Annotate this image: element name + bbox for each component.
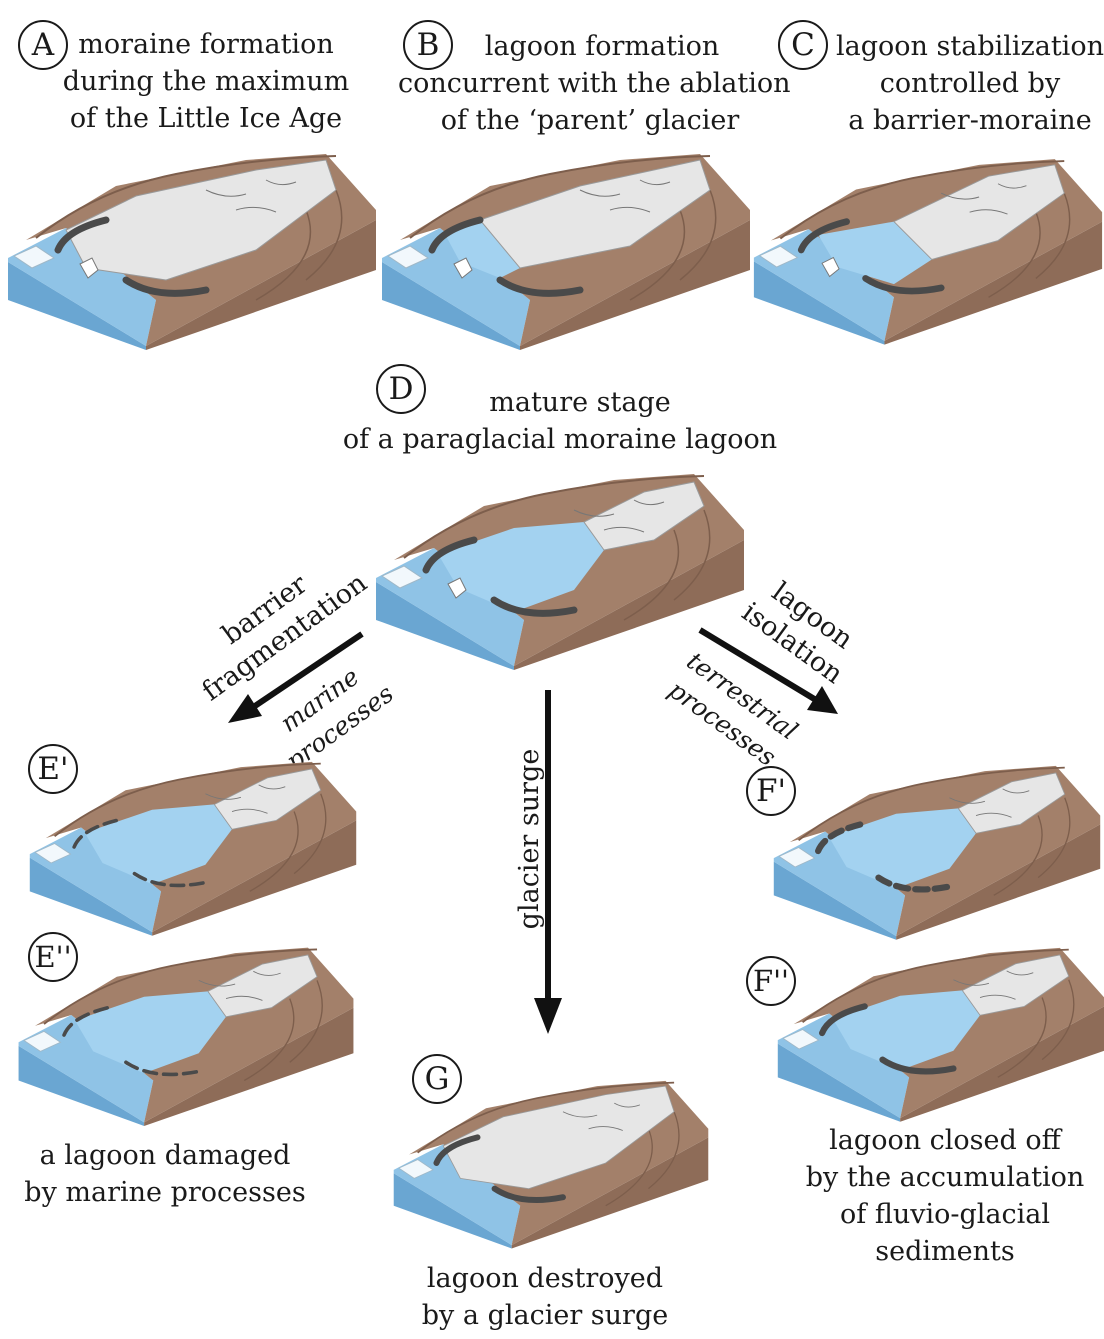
block-d — [374, 470, 746, 670]
stage-c-line3: a barrier-moraine — [834, 102, 1104, 139]
stage-a-line3: of the Little Ice Age — [62, 100, 350, 137]
block-b — [380, 150, 752, 350]
stage-f2-line4: sediments — [800, 1233, 1090, 1270]
stage-b-line3: of the ‘parent’ glacier — [398, 102, 782, 139]
stage-e2-line2: by marine processes — [20, 1174, 310, 1211]
arrow-left-head — [228, 694, 262, 723]
stage-a-line2: during the maximum — [62, 63, 350, 100]
block-f2 — [776, 944, 1104, 1122]
stage-g-line2: by a glacier surge — [400, 1297, 690, 1334]
stage-c-caption: lagoon stabilization controlled by a bar… — [834, 28, 1104, 139]
stage-g-caption: lagoon destroyed by a glacier surge — [400, 1260, 690, 1334]
stage-a-badge: A — [18, 20, 68, 70]
stage-c-line2: controlled by — [834, 65, 1104, 102]
stage-a-line1: moraine formation — [62, 26, 350, 63]
stage-f2-caption: lagoon closed off by the accumulation of… — [800, 1122, 1090, 1270]
stage-e2-line1: a lagoon damaged — [20, 1137, 310, 1174]
stage-b-line1: lagoon formation — [398, 28, 782, 65]
block-a — [6, 150, 378, 350]
stage-f2-line3: of fluvio-glacial — [800, 1196, 1090, 1233]
stage-d-line2: of a paraglacial moraine lagoon — [340, 421, 780, 458]
stage-g-line1: lagoon destroyed — [400, 1260, 690, 1297]
stage-d-caption: mature stage of a paraglacial moraine la… — [340, 384, 780, 458]
stage-d-line1: mature stage — [340, 384, 780, 421]
stage-e2-caption: a lagoon damaged by marine processes — [20, 1137, 310, 1211]
stage-c-line1: lagoon stabilization — [834, 28, 1104, 65]
stage-c-badge: C — [778, 20, 828, 70]
stage-b-line2: concurrent with the ablation — [398, 65, 782, 102]
arrow-center-head — [534, 998, 562, 1034]
stage-a-caption: moraine formation during the maximum of … — [62, 26, 350, 137]
stage-b-caption: lagoon formation concurrent with the abl… — [398, 28, 782, 139]
block-e1 — [28, 758, 358, 936]
block-e2 — [16, 944, 356, 1126]
arrow-center-label: glacier surge — [513, 739, 547, 939]
block-c — [752, 155, 1104, 345]
block-g — [392, 1075, 710, 1251]
stage-f2-line1: lagoon closed off — [800, 1122, 1090, 1159]
block-f1 — [772, 762, 1102, 940]
stage-f2-line2: by the accumulation — [800, 1159, 1090, 1196]
